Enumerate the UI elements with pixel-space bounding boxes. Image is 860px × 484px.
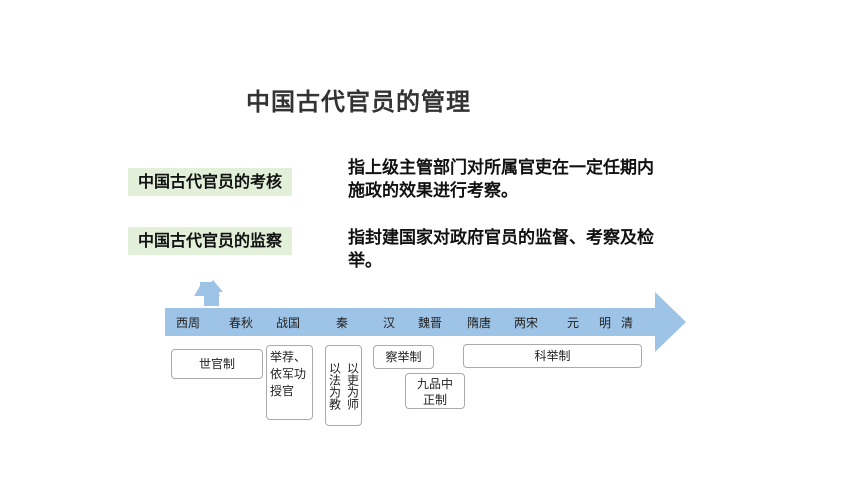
era-weijin: 魏晋 [418,316,443,330]
system-yili-col1: 以吏为师 [345,361,360,410]
up-arrow-head [203,280,223,292]
system-chaju: 察举制 [373,345,434,369]
era-ming: 明 [599,316,612,330]
era-qing: 清 [621,316,634,330]
term-supervision: 中国古代官员的监察 [128,227,293,255]
system-shiguan: 世官制 [171,349,263,379]
era-suitang: 隋唐 [467,316,492,330]
system-junfeng: 举荐、依军功授官 [266,345,313,420]
era-xizhou: 西周 [176,316,201,330]
definition-assessment: 指上级主管部门对所属官吏在一定任期内施政的效果进行考察。 [348,158,654,201]
system-yili-col2: 以法为教 [327,361,342,410]
up-arrow-shaft [207,290,219,306]
definition-supervision: 指封建国家对政府官员的监督、考察及检举。 [348,228,654,271]
era-zhanguo: 战国 [276,316,301,330]
era-yuan: 元 [567,316,580,330]
system-yili: 以吏为师 以法为教 [325,345,362,426]
era-chunqiu: 春秋 [229,316,254,330]
timeline-arrow [165,292,686,352]
era-liangsong: 两宋 [514,316,539,330]
era-han: 汉 [383,316,396,330]
era-qin: 秦 [336,316,349,330]
system-jiupin: 九品中正制 [405,373,465,409]
term-assessment: 中国古代官员的考核 [128,168,293,196]
system-keju: 科举制 [463,344,642,368]
slide-title: 中国古代官员的管理 [246,88,471,116]
